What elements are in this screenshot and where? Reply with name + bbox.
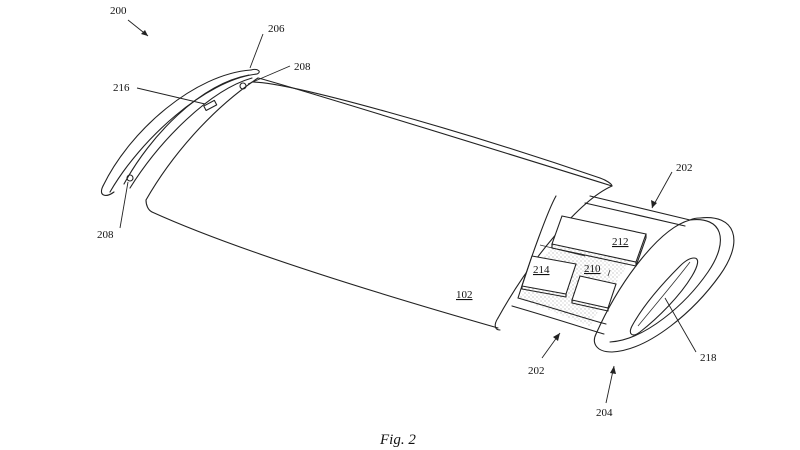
slot-218 [629,257,699,336]
figure-number-arrow [127,19,149,37]
left-end-cap-206 [100,68,260,196]
port-216 [203,99,218,112]
label-214: 214 [533,264,550,276]
label-218: 218 [700,352,717,364]
label-204: 204 [596,407,613,419]
label-202-bottom: 202 [528,365,545,377]
component-210 [571,269,617,312]
leader-lines [119,33,697,404]
component-212 [551,215,647,267]
label-206: 206 [268,23,285,35]
left-screw-bottom [126,174,134,182]
label-210: 210 [584,263,601,275]
component-214 [521,255,577,298]
label-212: 212 [612,236,629,248]
right-end-cap-204 [593,217,735,353]
label-202-top: 202 [676,162,693,174]
label-200: 200 [110,5,127,17]
label-102: 102 [456,289,473,301]
label-208-bottom: 208 [97,229,114,241]
figure-caption: Fig. 2 [379,432,416,448]
label-216: 216 [113,82,130,94]
label-208-top: 208 [294,61,311,73]
